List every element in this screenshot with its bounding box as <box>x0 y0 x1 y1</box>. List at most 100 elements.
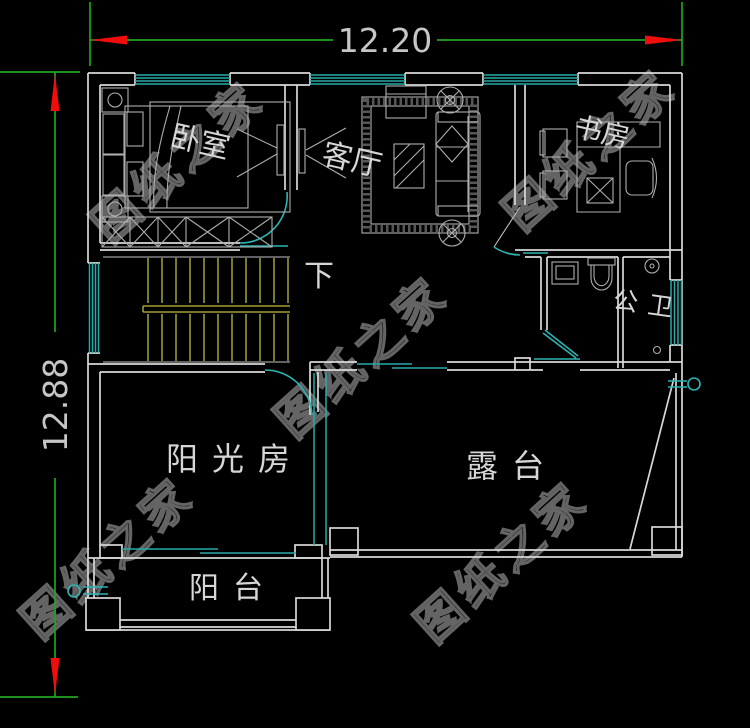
wardrobe <box>101 216 273 248</box>
shower-head <box>644 258 660 274</box>
armchair <box>385 85 427 119</box>
stair-handrail <box>142 305 290 313</box>
wall-pier <box>99 544 123 559</box>
dimension-arrow-right <box>645 35 682 45</box>
tv-bedroom <box>276 124 285 176</box>
guest-chair <box>542 170 568 200</box>
rug-hatch-border <box>363 98 477 232</box>
shower-head-center <box>649 263 655 269</box>
door-leaf-study <box>493 206 521 248</box>
sofa-armrest <box>437 205 479 217</box>
dimension-arrow-left <box>90 35 127 45</box>
door-sunroom <box>264 369 313 416</box>
window-bedroom <box>135 74 230 85</box>
ceiling-light-symbol <box>436 86 464 114</box>
desk-cabinet-x <box>586 177 614 204</box>
desk <box>576 121 661 213</box>
office-chair <box>625 160 654 196</box>
coffee-table-hatch <box>393 143 425 189</box>
sofa-cushions <box>436 116 469 212</box>
window-bathroom <box>670 280 683 345</box>
interior-walls-upper <box>100 85 682 258</box>
balcony-pillar <box>295 597 331 631</box>
sink <box>551 261 579 285</box>
wardrobe-cells <box>101 216 273 248</box>
guest-chair-back <box>539 130 546 156</box>
bed-headboard <box>102 113 125 155</box>
bed-blanket <box>153 105 182 209</box>
windows <box>88 74 683 554</box>
pillow <box>126 111 144 147</box>
nightstand <box>101 87 129 113</box>
sunroom-glass-wall <box>313 373 327 545</box>
label-balcony: 阳台 <box>189 571 277 606</box>
sofa-armrest <box>437 111 479 123</box>
dimension-arrow-up <box>50 74 60 111</box>
staircase <box>103 256 290 363</box>
toilet-tank <box>587 257 616 266</box>
marker-circle-right <box>687 377 701 391</box>
terrace-step <box>651 526 683 556</box>
floor-drain <box>652 345 662 355</box>
rug-outer <box>361 96 479 234</box>
window-stairs <box>88 263 100 353</box>
label-terrace: 露台 <box>466 447 558 485</box>
dimension-lines <box>0 71 80 698</box>
bed-rug <box>149 101 291 213</box>
sunroom-sliding-door <box>122 548 296 554</box>
window-caps <box>88 73 682 354</box>
bed-headboard <box>102 154 125 196</box>
dimension-arrow-down <box>50 658 60 695</box>
rug-inner <box>370 105 470 225</box>
nightstand <box>101 195 129 223</box>
wall-pier <box>329 527 359 556</box>
label-living-room: 客厅 <box>319 137 385 185</box>
bed <box>124 105 249 209</box>
living-room-furniture <box>361 85 481 247</box>
dimension-vertical: 12.88 <box>0 71 80 698</box>
label-stair-direction: 下 <box>304 259 334 294</box>
stair-border <box>103 256 290 363</box>
nightstand-ornament <box>107 201 123 217</box>
study-furniture <box>539 121 661 213</box>
ceiling-light-symbol <box>438 219 466 247</box>
guest-chair <box>542 128 568 158</box>
desk-cabinet <box>586 177 614 204</box>
door-study <box>493 246 548 256</box>
coffee-table <box>393 143 425 189</box>
label-sunroom: 阳光房 <box>166 440 304 478</box>
bedroom-furniture <box>101 87 347 248</box>
interior-walls-middle <box>88 257 682 558</box>
guest-chair-back <box>539 172 546 198</box>
stair-treads-lower <box>147 314 289 361</box>
hall-sliding-door <box>357 363 447 369</box>
marker-lines-right <box>668 380 687 388</box>
doors <box>239 191 580 416</box>
level-markers <box>67 377 701 598</box>
bathroom-fixtures <box>551 257 662 355</box>
nightstand-ornament <box>107 92 123 108</box>
marker-circle-left <box>67 584 81 598</box>
window-living-room <box>310 74 405 85</box>
tv-living <box>298 128 306 174</box>
marker-lines-left <box>83 586 108 595</box>
watermark: 图纸之家 <box>405 471 599 654</box>
pillow <box>126 161 144 197</box>
sofa-pillow <box>435 125 469 163</box>
watermark: 图纸之家 <box>493 59 687 242</box>
height-dimension-value: 12.88 <box>36 358 75 452</box>
stair-treads-upper <box>147 258 289 303</box>
watermark: 图纸之家 <box>265 266 459 449</box>
balcony-pillar <box>85 597 121 631</box>
wall-pier <box>294 544 323 559</box>
door-bathroom <box>534 329 580 360</box>
tv-projection-lines <box>236 127 347 179</box>
door-bedroom <box>239 191 288 247</box>
window-study <box>483 74 578 85</box>
dimension-horizontal: 12.20 <box>89 2 683 66</box>
office-chair-back <box>651 157 658 199</box>
width-dimension-value: 12.20 <box>338 21 432 60</box>
dimension-lines <box>89 2 683 66</box>
